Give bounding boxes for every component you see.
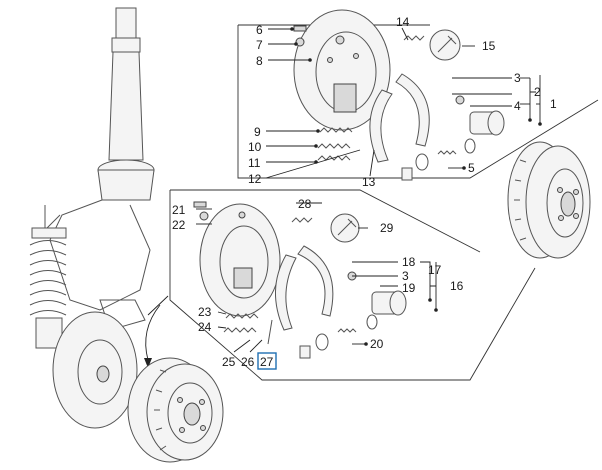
callout-27: 27 [260, 355, 274, 369]
callout-2: 2 [534, 85, 541, 99]
upper-bleeder-inset [429, 29, 461, 61]
callout-29: 29 [380, 221, 394, 235]
callout-26: 26 [241, 355, 255, 369]
lower-bolts [193, 201, 209, 221]
callout-11: 11 [248, 156, 261, 170]
callout-1: 1 [550, 97, 557, 111]
callout-23: 23 [198, 305, 212, 319]
lower-backing-plate [199, 203, 281, 317]
callout-13: 13 [362, 175, 376, 189]
callout-9: 9 [254, 125, 261, 139]
callout-27-highlight [257, 352, 277, 370]
callout-20: 20 [370, 337, 384, 351]
coil-spring [29, 227, 67, 349]
callout-18: 18 [402, 255, 416, 269]
callout-10: 10 [248, 140, 262, 154]
callout-25: 25 [222, 355, 236, 369]
callout-19: 19 [402, 281, 416, 295]
callout-6: 6 [256, 23, 263, 37]
callout-15: 15 [482, 39, 496, 53]
callout-8: 8 [256, 54, 263, 68]
left-brake-drum [52, 311, 138, 429]
callout-17: 17 [428, 263, 442, 277]
callout-28: 28 [298, 197, 312, 211]
upper-wheel-cylinder [401, 95, 505, 181]
upper-springs [317, 35, 425, 161]
callout-21: 21 [172, 203, 186, 217]
callout-labels: 6 7 8 9 10 11 12 13 14 15 3 2 4 1 5 21 2… [172, 15, 557, 370]
lower-brake-shoes [275, 245, 334, 331]
bottom-brake-drum [127, 357, 224, 463]
upper-brake-shoes [369, 73, 430, 163]
leader-dots [290, 27, 542, 346]
assembly-arrow [145, 304, 161, 361]
callout-3b: 3 [402, 269, 409, 283]
callout-3: 3 [514, 71, 521, 85]
callout-5: 5 [468, 161, 475, 175]
lower-springs [223, 217, 313, 345]
upper-backing-plate [293, 9, 391, 131]
callout-4: 4 [514, 99, 521, 113]
lower-assembly-frame [169, 189, 536, 381]
callout-16: 16 [450, 279, 464, 293]
callout-7: 7 [256, 38, 263, 52]
callout-22: 22 [172, 218, 186, 232]
leader-lines [147, 27, 541, 353]
suspension-strut [29, 7, 155, 349]
callout-24: 24 [198, 320, 212, 334]
assembly-arrowhead [144, 358, 152, 368]
callout-14: 14 [396, 15, 410, 29]
lower-bleeder-inset [330, 213, 360, 243]
callout-12: 12 [248, 172, 262, 186]
right-brake-drum [507, 141, 591, 259]
lower-wheel-cylinder [299, 271, 407, 359]
upper-bolts [293, 25, 307, 47]
